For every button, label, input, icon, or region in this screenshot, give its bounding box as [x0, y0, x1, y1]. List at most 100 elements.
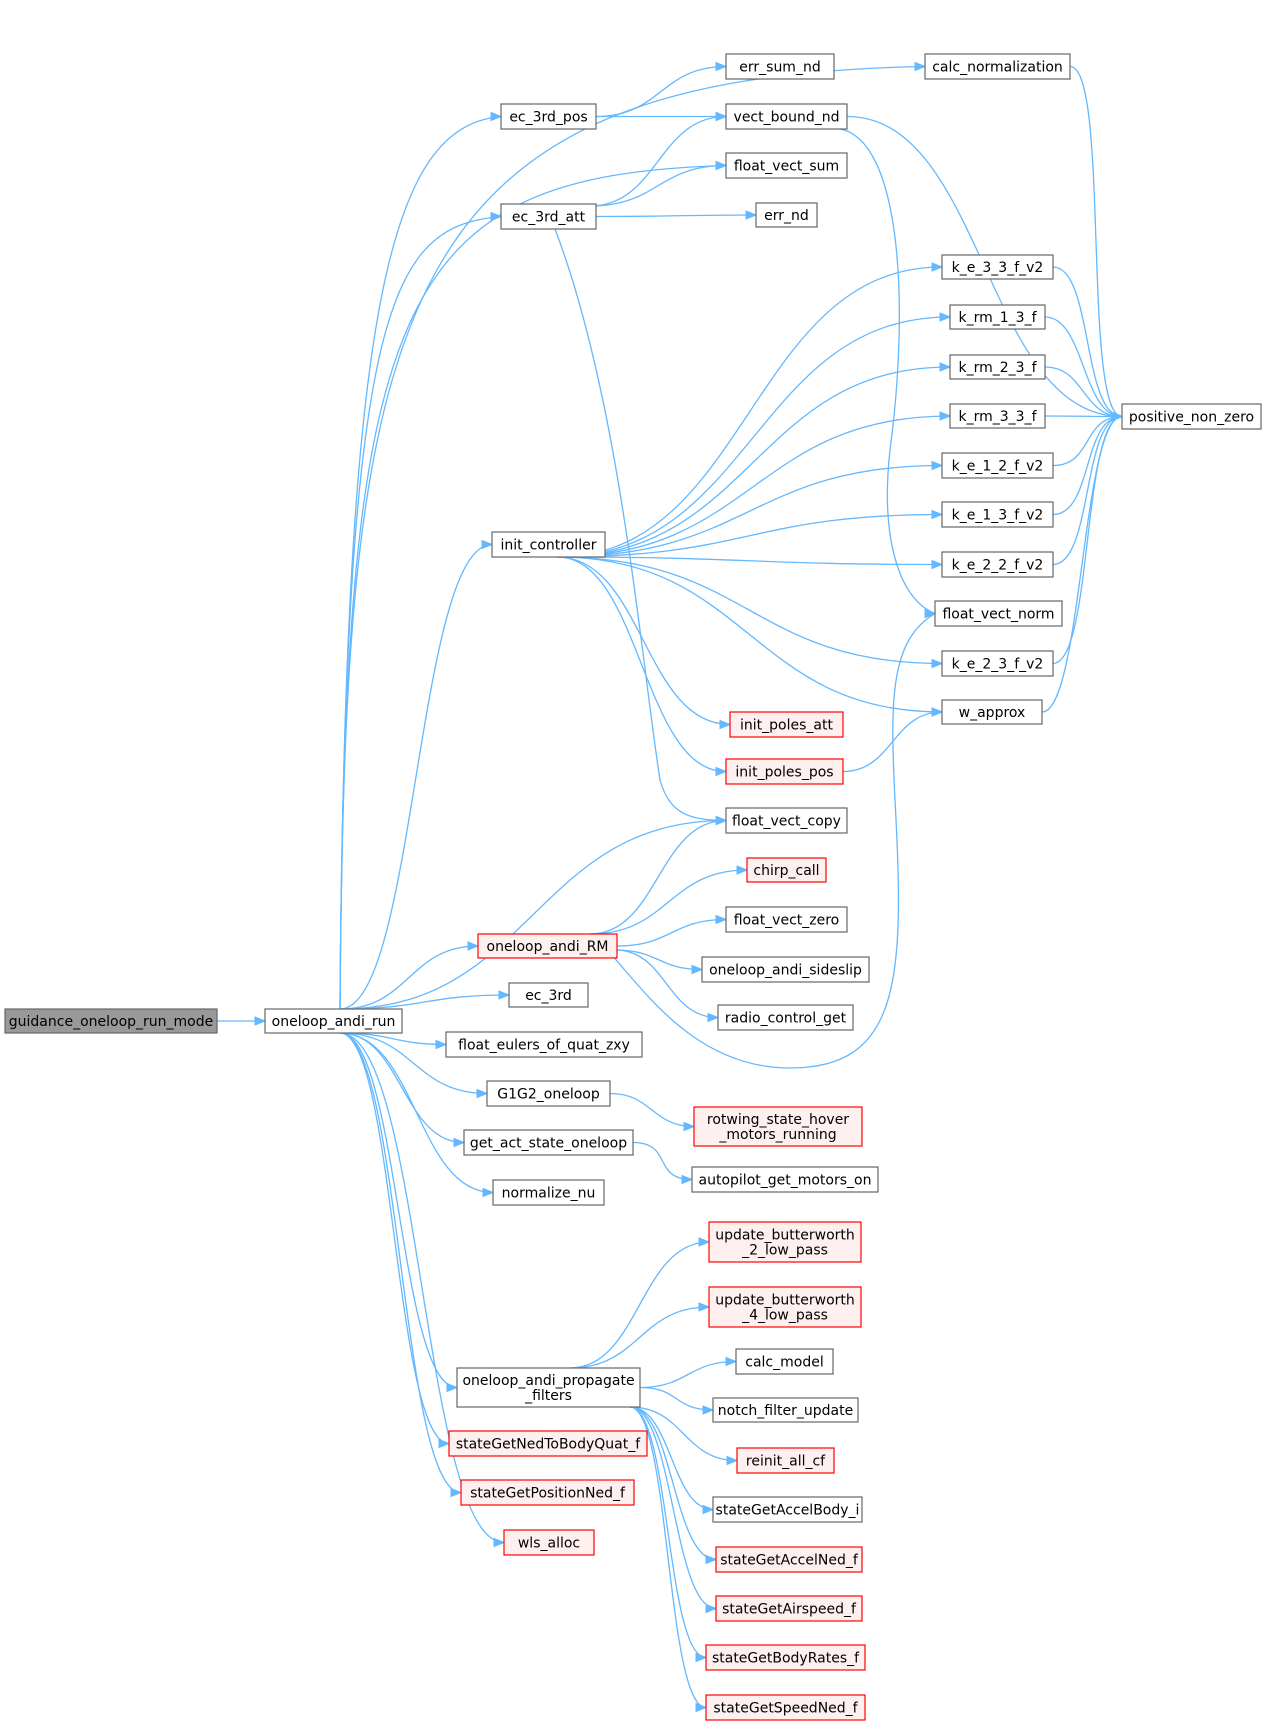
edge-oneloop_andi_run-to-normalize_nu: [339, 1032, 495, 1198]
node-k_e_1_3_f_v2[interactable]: k_e_1_3_f_v2: [941, 501, 1054, 528]
edge-oneloop_andi_run-to-calc_normalization: [339, 61, 927, 1010]
edge-oneloop_andi_propagate_filters-to-stateGetAirspeed_f: [629, 1406, 718, 1614]
node-label: k_e_2_2_f_v2: [952, 558, 1044, 574]
node-guidance_oneloop_run_mode[interactable]: guidance_oneloop_run_mode: [4, 1008, 218, 1034]
node-float_vect_norm[interactable]: float_vect_norm: [934, 600, 1063, 627]
edge-line: [339, 1032, 505, 1544]
node-oneloop_andi_run[interactable]: oneloop_andi_run: [264, 1008, 403, 1034]
arrowhead: [705, 1554, 718, 1565]
node-k_e_2_3_f_v2[interactable]: k_e_2_3_f_v2: [941, 650, 1054, 677]
edge-oneloop_andi_run-to-stateGetPositionNed_f: [339, 1032, 463, 1498]
node-label: reinit_all_cf: [746, 1454, 826, 1470]
node-positive_non_zero[interactable]: positive_non_zero: [1121, 403, 1262, 430]
node-stateGetAirspeed_f[interactable]: stateGetAirspeed_f: [715, 1595, 863, 1622]
edge-line: [339, 1032, 488, 1095]
node-stateGetAccelNed_f[interactable]: stateGetAccelNed_f: [715, 1546, 863, 1573]
node-box: [715, 1595, 863, 1622]
edge-oneloop_andi_propagate_filters-to-stateGetSpeedNed_f: [629, 1406, 708, 1713]
arrowhead: [931, 707, 944, 717]
node-notch_filter_update[interactable]: notch_filter_update: [712, 1397, 859, 1423]
node-stateGetPositionNed_f[interactable]: stateGetPositionNed_f: [460, 1479, 635, 1506]
node-err_sum_nd[interactable]: err_sum_nd: [725, 53, 835, 80]
node-box: [746, 857, 827, 883]
node-box: [725, 152, 848, 179]
node-calc_normalization[interactable]: calc_normalization: [924, 53, 1071, 80]
node-k_rm_2_3_f[interactable]: k_rm_2_3_f: [949, 354, 1046, 380]
node-init_poles_att[interactable]: init_poles_att: [729, 711, 844, 738]
node-init_poles_pos[interactable]: init_poles_pos: [725, 758, 844, 785]
node-calc_model[interactable]: calc_model: [735, 1348, 834, 1375]
node-box: [705, 1644, 866, 1671]
node-label: k_e_1_3_f_v2: [952, 508, 1044, 524]
node-float_vect_zero[interactable]: float_vect_zero: [725, 906, 848, 933]
node-ec_3rd_pos[interactable]: ec_3rd_pos: [500, 103, 597, 130]
node-stateGetSpeedNed_f[interactable]: stateGetSpeedNed_f: [705, 1694, 866, 1721]
node-box: [456, 1367, 641, 1408]
edge-line: [589, 869, 748, 935]
edge-oneloop_andi_run-to-ec_3rd_att: [339, 211, 503, 1010]
edge-oneloop_andi_run-to-oneloop_andi_propagate_filters: [339, 1032, 459, 1393]
node-rotwing_state_hover_motors_running[interactable]: rotwing_state_hover_motors_running: [693, 1106, 863, 1147]
edge-line: [589, 819, 727, 935]
node-float_vect_copy[interactable]: float_vect_copy: [725, 807, 848, 834]
node-label: positive_non_zero: [1129, 410, 1254, 426]
arrowhead: [695, 1702, 708, 1713]
node-get_act_state_oneloop[interactable]: get_act_state_oneloop: [463, 1129, 634, 1156]
node-oneloop_andi_sideslip[interactable]: oneloop_andi_sideslip: [701, 956, 870, 983]
edge-ec_3rd_att-to-err_nd: [595, 210, 758, 220]
edge-line: [629, 1406, 717, 1561]
node-G1G2_oneloop[interactable]: G1G2_oneloop: [486, 1080, 611, 1107]
node-chirp_call[interactable]: chirp_call: [746, 857, 827, 883]
edge-oneloop_andi_run-to-ec_3rd_pos: [339, 111, 503, 1010]
node-label: _filters: [524, 1388, 572, 1404]
node-oneloop_andi_RM[interactable]: oneloop_andi_RM: [477, 933, 618, 959]
edge-init_controller-to-k_e_1_2_f_v2: [556, 460, 944, 558]
node-k_rm_1_3_f[interactable]: k_rm_1_3_f: [949, 304, 1046, 330]
edge-line: [339, 994, 510, 1010]
node-autopilot_get_motors_on[interactable]: autopilot_get_motors_on: [691, 1166, 879, 1193]
edge-line: [569, 1306, 710, 1369]
node-label: get_act_state_oneloop: [470, 1136, 627, 1152]
node-stateGetAccelBody_i[interactable]: stateGetAccelBody_i: [712, 1496, 863, 1523]
edge-line: [1044, 366, 1123, 418]
node-vect_bound_nd[interactable]: vect_bound_nd: [725, 103, 848, 130]
node-k_e_2_2_f_v2[interactable]: k_e_2_2_f_v2: [941, 551, 1054, 578]
node-k_e_3_3_f_v2[interactable]: k_e_3_3_f_v2: [941, 254, 1054, 280]
node-label: stateGetNedToBodyQuat_f: [456, 1437, 641, 1453]
node-k_rm_3_3_f[interactable]: k_rm_3_3_f: [949, 403, 1046, 429]
node-w_approx[interactable]: w_approx: [941, 699, 1043, 725]
node-ec_3rd_att[interactable]: ec_3rd_att: [500, 203, 597, 230]
node-ec_3rd[interactable]: ec_3rd: [508, 982, 589, 1008]
node-box: [715, 1546, 863, 1573]
node-box: [448, 1430, 648, 1457]
edge-line: [1052, 415, 1123, 665]
node-oneloop_andi_propagate_filters[interactable]: oneloop_andi_propagate_filters: [456, 1367, 641, 1408]
node-box: [717, 1004, 854, 1031]
node-stateGetNedToBodyQuat_f[interactable]: stateGetNedToBodyQuat_f: [448, 1430, 648, 1457]
node-label: float_vect_zero: [734, 913, 840, 929]
node-label: ec_3rd: [525, 988, 572, 1004]
node-box: [949, 403, 1046, 429]
node-box: [701, 956, 870, 983]
node-normalize_nu[interactable]: normalize_nu: [492, 1179, 605, 1206]
arrowhead: [726, 1455, 739, 1466]
node-update_butterworth_4_low_pass[interactable]: update_butterworth_4_low_pass: [708, 1286, 862, 1328]
node-float_vect_sum[interactable]: float_vect_sum: [725, 152, 848, 179]
node-k_e_1_2_f_v2[interactable]: k_e_1_2_f_v2: [941, 452, 1054, 479]
node-init_controller[interactable]: init_controller: [491, 531, 606, 558]
node-err_nd[interactable]: err_nd: [755, 202, 818, 228]
node-float_eulers_of_quat_zxy[interactable]: float_eulers_of_quat_zxy: [445, 1031, 643, 1058]
edge-line: [614, 949, 703, 971]
arrowhead: [254, 1016, 267, 1026]
arrowhead: [931, 559, 944, 570]
node-box: [264, 1008, 403, 1034]
node-wls_alloc[interactable]: wls_alloc: [503, 1529, 595, 1556]
edge-line: [839, 128, 936, 615]
node-update_butterworth_2_low_pass[interactable]: update_butterworth_2_low_pass: [708, 1221, 862, 1263]
node-radio_control_get[interactable]: radio_control_get: [717, 1004, 854, 1031]
node-reinit_all_cf[interactable]: reinit_all_cf: [736, 1447, 835, 1474]
node-stateGetBodyRates_f[interactable]: stateGetBodyRates_f: [705, 1644, 866, 1671]
edge-line: [629, 1406, 738, 1462]
edge-line: [589, 164, 727, 207]
edge-init_controller-to-k_rm_3_3_f: [556, 411, 952, 558]
